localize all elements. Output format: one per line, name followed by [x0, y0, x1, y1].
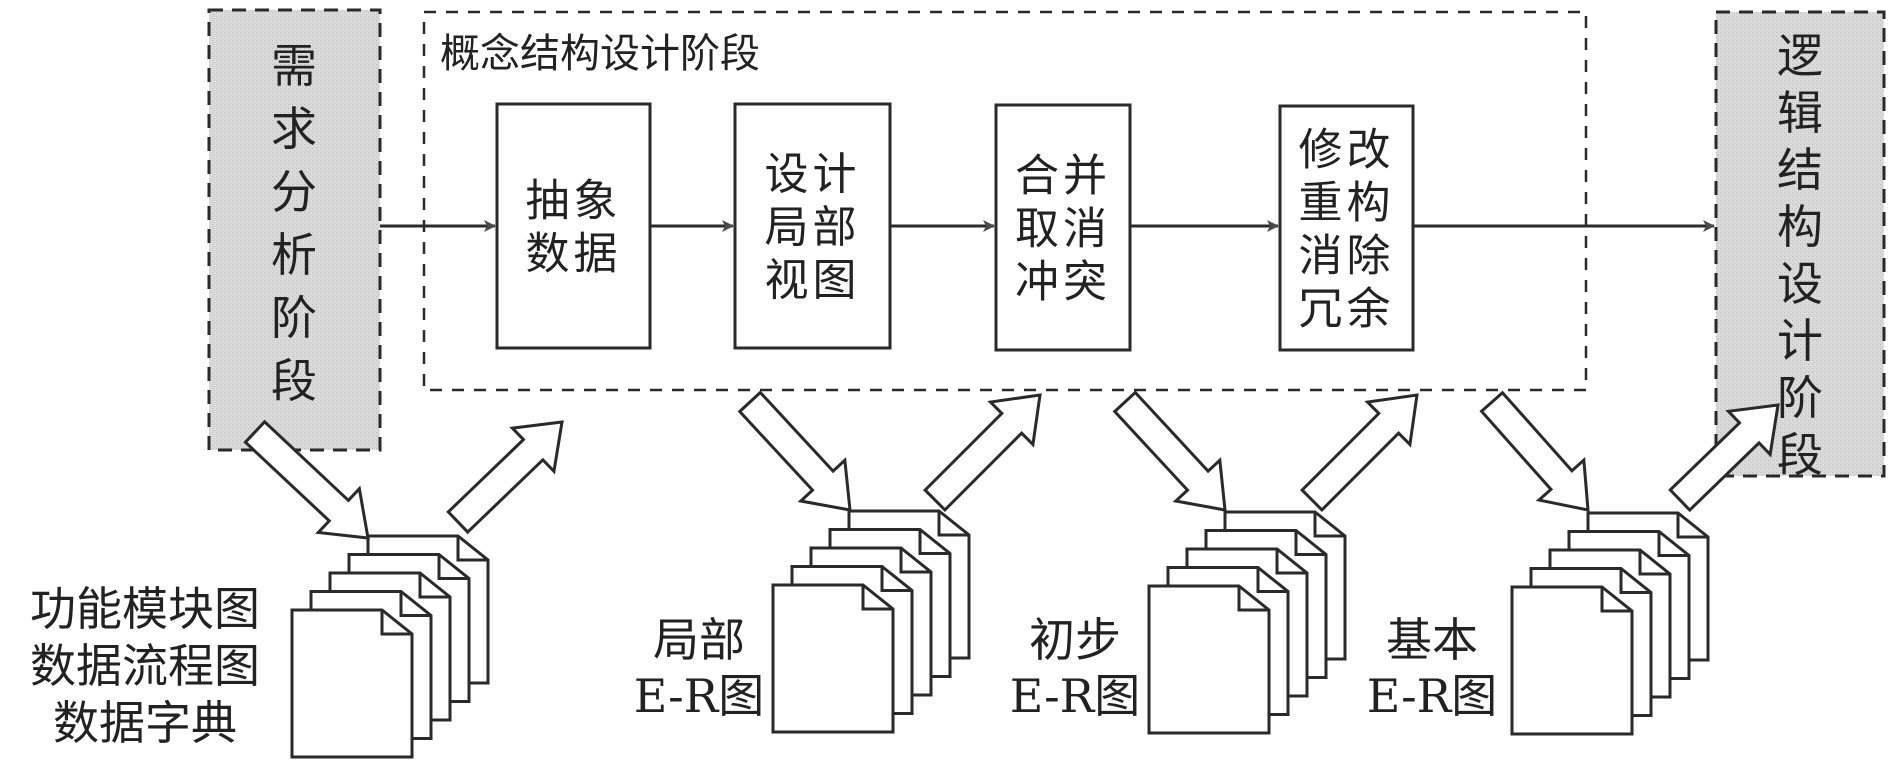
document-stacks	[290, 509, 1710, 759]
doc-label-line: 功能模块图	[30, 582, 260, 636]
step-label-line: 抽象	[526, 176, 622, 227]
phase-char: 阶	[271, 291, 317, 345]
step-label-line: 修改	[1299, 125, 1395, 176]
step-box	[1278, 104, 1415, 352]
doc-label-er: E-R图	[1367, 669, 1498, 723]
step-box	[994, 103, 1132, 352]
output-arrow-icon	[1668, 403, 1780, 513]
input-arrow-icon	[243, 419, 370, 540]
doc-label-line: 数据字典	[53, 696, 237, 750]
step-label-line: 冲突	[1015, 257, 1111, 308]
phase-char: 需	[271, 39, 317, 93]
document-icon	[1510, 585, 1634, 736]
step-label-line: 冗余	[1299, 284, 1395, 335]
input-arrow-icon	[1479, 390, 1590, 512]
step-label-line: 局部	[765, 202, 861, 253]
phase-char: 构	[1777, 200, 1823, 254]
phase-char: 析	[271, 228, 317, 282]
step-label-line: 重构	[1299, 178, 1395, 229]
output-arrow-icon	[1299, 393, 1419, 513]
doc-label-line: 数据流程图	[30, 639, 260, 693]
input-arrow-icon	[737, 390, 852, 512]
phase-char: 段	[271, 354, 317, 408]
phase-char: 计	[1777, 314, 1823, 368]
step-label-line: 消除	[1299, 231, 1395, 282]
phase-char: 段	[1777, 428, 1823, 482]
document-icon	[771, 583, 895, 734]
step-box	[733, 102, 892, 350]
logical-design-box	[1714, 10, 1886, 478]
concept-phase-title: 概念结构设计阶段	[440, 31, 760, 77]
step-label-line: 设计	[765, 149, 861, 200]
document-icon	[290, 608, 414, 759]
doc-stack-requirements-docs	[290, 534, 490, 759]
doc-stack-local-er	[771, 509, 971, 734]
concept-design-phase: 概念结构设计阶段	[422, 10, 1588, 392]
doc-label-line: 初步	[1029, 613, 1121, 667]
doc-stack-initial-er	[1147, 510, 1347, 735]
doc-stack-basic-er	[1510, 511, 1710, 736]
step-label-line: 取消	[1015, 204, 1111, 255]
phase-char: 求	[271, 102, 317, 156]
step-label-line: 合并	[1015, 151, 1111, 202]
step-label-line: 数据	[526, 229, 622, 280]
phase-char: 结	[1777, 143, 1823, 197]
phase-char: 分	[271, 165, 317, 219]
document-icon	[1147, 584, 1271, 735]
doc-label-er: E-R图	[1010, 669, 1141, 723]
doc-label-er: E-R图	[634, 669, 765, 723]
phase-char: 辑	[1777, 86, 1823, 140]
input-arrow-icon	[1112, 390, 1227, 512]
doc-label-line: 基本	[1386, 613, 1478, 667]
hollow-arrows	[243, 390, 1780, 540]
step-label-line: 视图	[765, 255, 861, 306]
step-box	[495, 102, 652, 350]
output-arrow-icon	[446, 420, 564, 535]
output-arrow-icon	[922, 393, 1042, 513]
requirements-analysis-box	[207, 8, 382, 452]
doc-label-line: 局部	[653, 613, 745, 667]
phase-char: 逻	[1777, 29, 1823, 83]
concept-design-container	[422, 10, 1588, 392]
phase-char: 设	[1777, 257, 1823, 311]
phase-char: 阶	[1777, 371, 1823, 425]
